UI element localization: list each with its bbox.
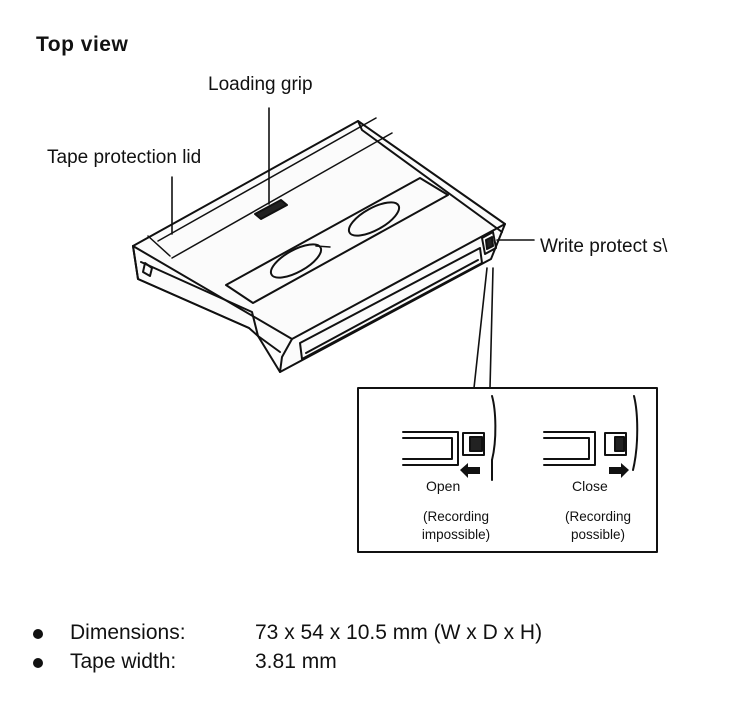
open-caption: (Recording impossible) [421, 509, 491, 542]
loading-grip-shape [254, 199, 288, 220]
bullet-icon [33, 658, 43, 668]
close-arrow-icon [609, 463, 629, 478]
tape-window [225, 177, 449, 304]
write-protect-switch-label: Write protect s\ [540, 236, 668, 257]
spec-tape-width: Tape width: 3.81 mm [33, 650, 693, 678]
open-label: Open [426, 478, 461, 494]
close-caption: (Recording possible) [564, 509, 632, 542]
write-protect-switch [481, 231, 497, 255]
spec-dimensions: Dimensions: 73 x 54 x 10.5 mm (W x D x H… [33, 621, 693, 649]
leader-lines [171, 107, 535, 389]
inset-close-diagram [543, 395, 639, 471]
spec-key: Dimensions: [70, 621, 186, 644]
close-label: Close [572, 478, 608, 494]
tape-protection-lid-label: Tape protection lid [47, 147, 202, 168]
inset-box [357, 387, 658, 553]
tape-protection-lid [147, 117, 393, 259]
spec-value: 3.81 mm [255, 650, 337, 673]
diagram-title: Top view [36, 33, 129, 56]
spec-key: Tape width: [70, 650, 177, 673]
bullet-icon [33, 629, 43, 639]
loading-grip-label: Loading grip [208, 74, 313, 95]
open-arrow-icon [460, 463, 480, 478]
spec-value: 73 x 54 x 10.5 mm (W x D x H) [255, 621, 543, 644]
inset-open-diagram [402, 395, 497, 481]
